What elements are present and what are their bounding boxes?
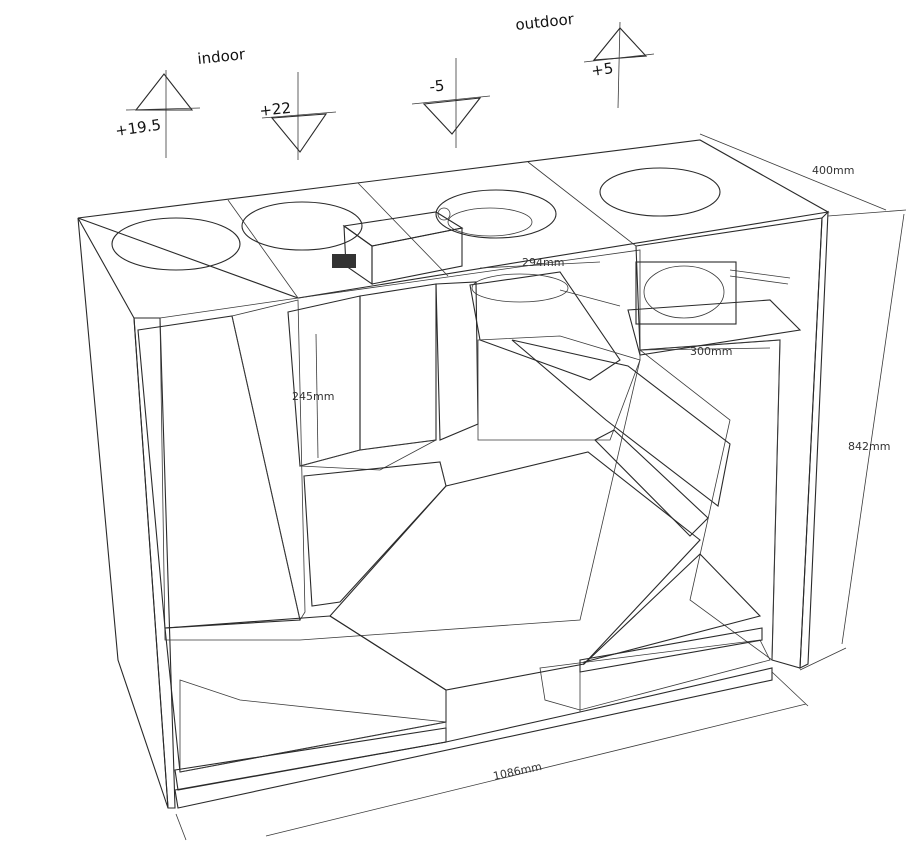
temp-outdoor-exhaust: +5 — [590, 59, 614, 80]
bypass-box-bottom — [299, 439, 437, 471]
temp-indoor-extract: +22 — [259, 99, 292, 120]
fan-shelf — [627, 299, 802, 356]
metal-divider — [435, 281, 479, 441]
center-back-wall — [477, 335, 641, 441]
indoor-extract-opening — [241, 201, 363, 251]
right-drain-tray — [583, 553, 762, 666]
outdoor-intake-opening — [435, 189, 557, 239]
temp-marker-outdoor-intake — [411, 58, 491, 148]
fan-chamber-insulation — [469, 271, 621, 381]
temp-marker-indoor-extract — [261, 72, 337, 160]
supply-duct-wall — [231, 299, 306, 622]
indoor-label: indoor — [197, 45, 247, 68]
fan-cable — [729, 275, 789, 285]
insulation-inner — [638, 339, 781, 661]
damper-actuator — [332, 207, 464, 286]
lid-seam — [357, 182, 449, 277]
left-tray-facet — [179, 679, 447, 773]
right-frame — [799, 210, 829, 669]
back-wall — [159, 249, 641, 641]
right-fan-rotor — [643, 265, 725, 319]
depth-dimension: 400mm — [812, 164, 854, 177]
fan-width-dimension: 294mm — [522, 256, 564, 269]
bypass-box-glass — [359, 283, 437, 451]
dimension-lines — [175, 133, 907, 841]
extract-filter — [303, 461, 447, 607]
outdoor-label: outdoor — [515, 10, 576, 34]
fan-cable — [729, 269, 791, 279]
outdoor-exhaust-opening — [599, 167, 721, 217]
height-dimension: 842mm — [848, 440, 890, 453]
temp-marker-outdoor-exhaust — [583, 21, 655, 109]
right-tray-lip — [579, 627, 763, 673]
left-front-post — [133, 317, 176, 809]
left-fan-rotor — [471, 273, 569, 303]
lid-seam — [527, 161, 637, 247]
inner-height-dimension: 245mm — [292, 390, 334, 403]
fan-cable — [559, 289, 621, 307]
temp-outdoor-intake: -5 — [429, 77, 446, 96]
width-dimension: 1086mm — [492, 760, 543, 783]
temp-marker-indoor-supply — [125, 70, 201, 158]
right-fan-housing — [635, 261, 737, 325]
supply-filter — [594, 429, 709, 537]
hx-edge — [439, 461, 447, 487]
bypass-plate — [511, 339, 731, 507]
lid-seam — [227, 199, 299, 299]
shelf-width-dimension: 300mm — [690, 345, 732, 358]
outdoor-fan-inlet — [447, 207, 533, 237]
indoor-supply-opening — [111, 217, 241, 271]
actuator-connector — [332, 254, 356, 268]
base-plinth — [174, 667, 773, 809]
temp-indoor-supply: +19.5 — [114, 116, 162, 140]
insulation-bottom — [539, 639, 771, 711]
